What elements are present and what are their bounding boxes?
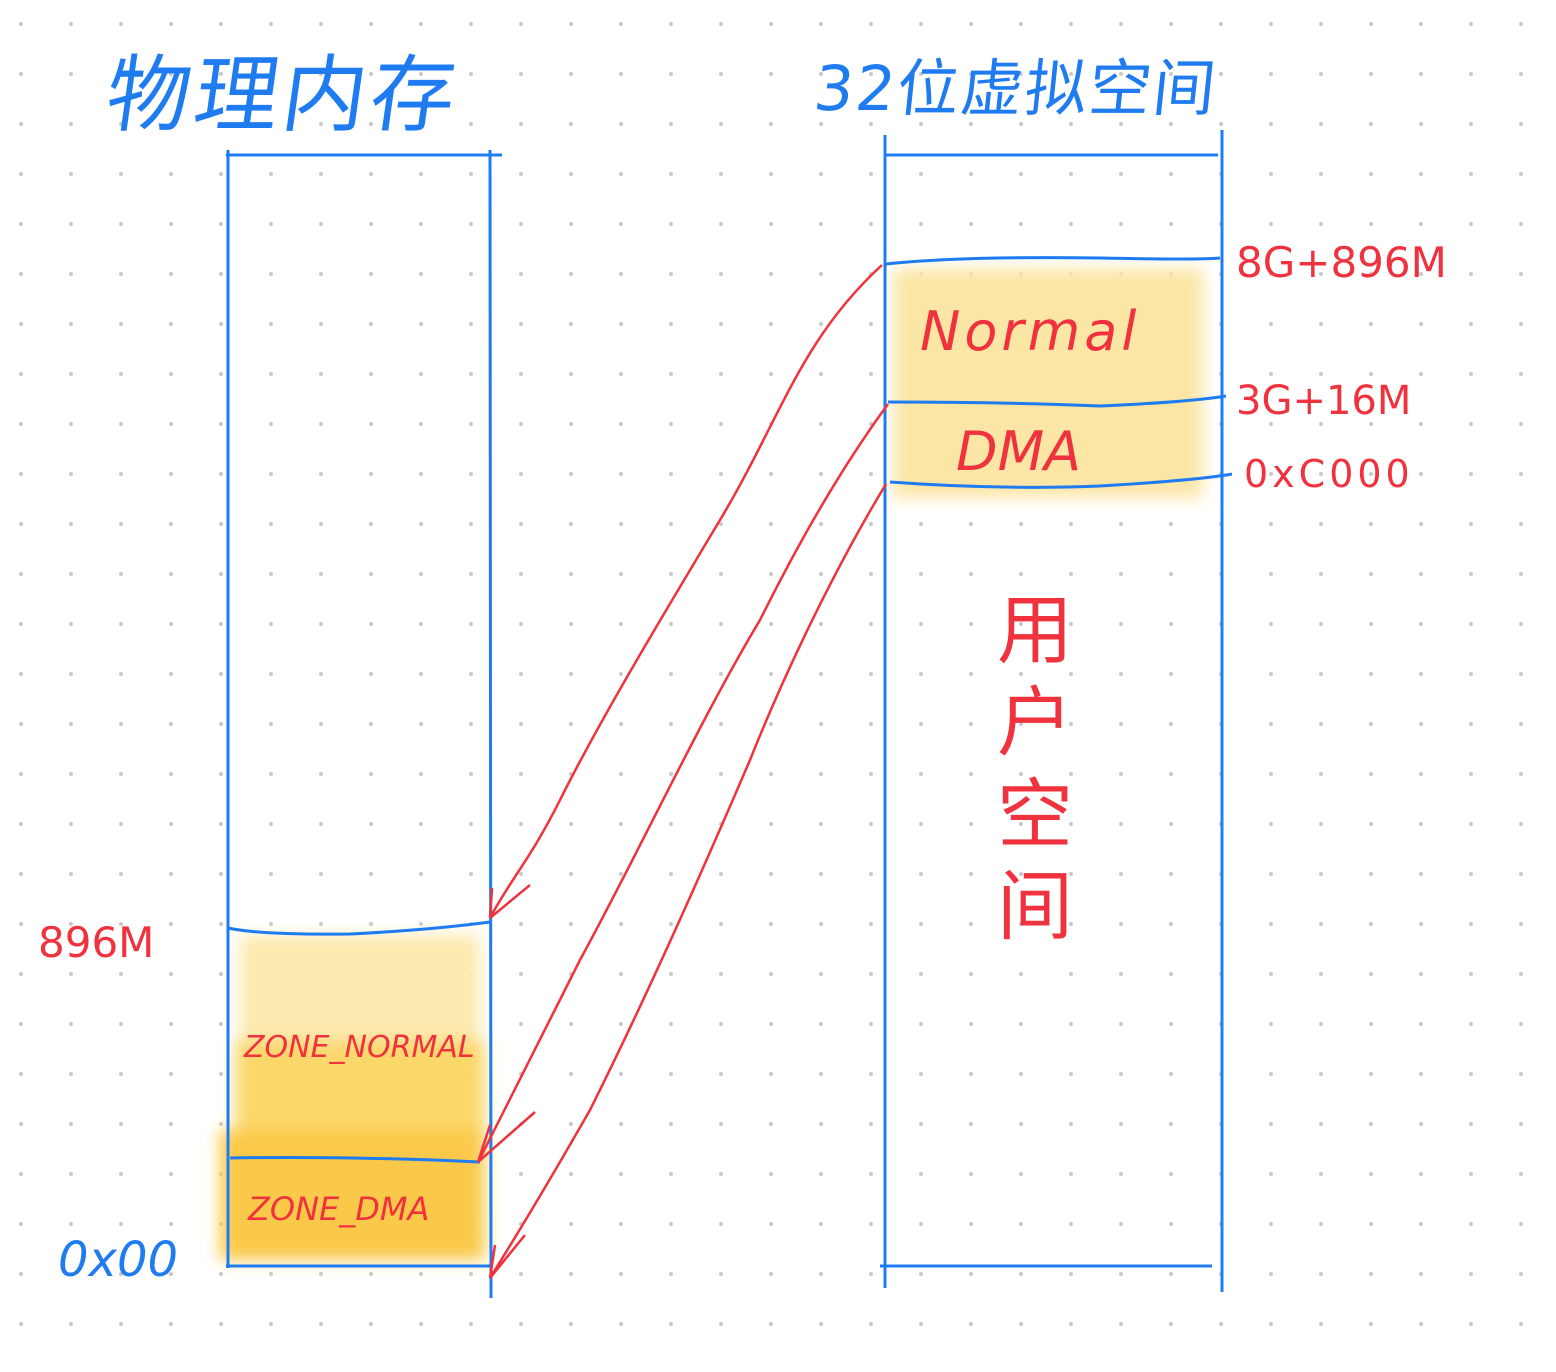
user-space-char: 间	[997, 862, 1073, 951]
user-space-label: 用 户 空 间	[995, 585, 1075, 953]
base-mapping-arrow	[488, 483, 888, 1279]
user-space-char: 户	[997, 678, 1073, 767]
normal-mapping-arrow	[488, 264, 883, 919]
user-space-char: 空	[997, 770, 1073, 859]
highlight-areas	[220, 268, 1203, 1260]
dma-region-label: DMA	[956, 420, 1082, 483]
user-space-char: 用	[997, 586, 1073, 675]
zone-dma-label: ZONE_DMA	[248, 1190, 430, 1228]
physical-memory-title: 物理内存	[100, 46, 466, 144]
normal-region-label: Normal	[920, 300, 1141, 363]
virtual-space-title: 32位虚拟空间	[810, 52, 1222, 125]
label-top-address: 8G+896M	[1236, 238, 1447, 287]
virtual-space-column	[880, 130, 1233, 1292]
zone-normal-label: ZONE_NORMAL	[244, 1030, 475, 1065]
label-origin: 0x00	[58, 1232, 179, 1288]
label-base-address: 0xC000	[1244, 452, 1414, 496]
physical-memory-column	[226, 149, 502, 1299]
label-896m: 896M	[38, 918, 155, 967]
label-mid-address: 3G+16M	[1236, 378, 1412, 424]
dma-mapping-arrow	[476, 403, 890, 1163]
mapping-arrows	[476, 264, 890, 1279]
